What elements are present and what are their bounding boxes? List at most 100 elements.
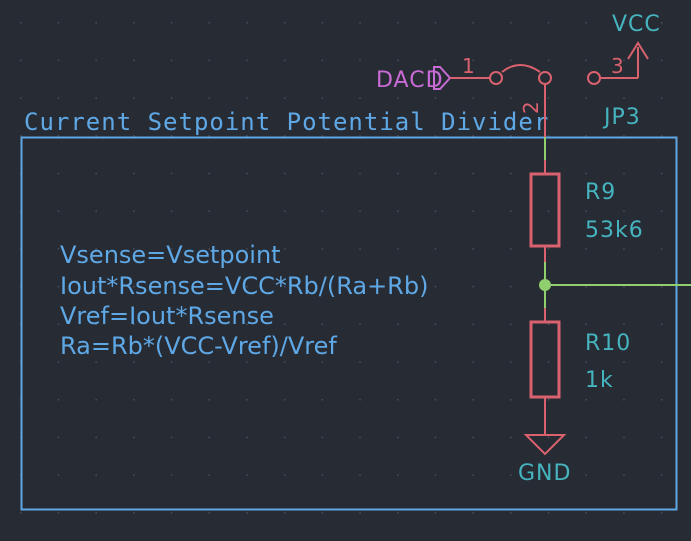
- grid-dot: [547, 512, 550, 514]
- grid-dot: [623, 361, 625, 363]
- jumper-pin-3-number: 3: [611, 54, 624, 78]
- grid-dot: [246, 512, 248, 514]
- jumper-jp3[interactable]: [450, 64, 638, 137]
- r9-value[interactable]: 53k6: [585, 218, 644, 243]
- grid-dot: [359, 22, 361, 24]
- grid-dot: [472, 361, 474, 363]
- grid-dot: [57, 436, 60, 439]
- grid-dot: [397, 399, 399, 401]
- resistor-r9[interactable]: [529, 160, 561, 262]
- grid-dot: [660, 323, 663, 326]
- grid-dot: [133, 97, 135, 99]
- grid-dot: [623, 323, 625, 326]
- grid-dot: [95, 135, 97, 137]
- grid-dot: [57, 512, 60, 514]
- grid-dot: [57, 97, 60, 99]
- grid-dot: [95, 210, 97, 212]
- r10-reference[interactable]: R10: [585, 331, 631, 356]
- grid-dot: [133, 172, 135, 175]
- grid-dot: [246, 59, 248, 62]
- note-line: Ra=Rb*(VCC-Vref)/Vref: [60, 332, 337, 360]
- grid-dot: [95, 172, 97, 175]
- grid-dot: [359, 474, 361, 476]
- grid-dot: [57, 474, 60, 476]
- grid-dot: [321, 474, 324, 476]
- grid-dot: [585, 22, 587, 24]
- grid-dot: [20, 512, 22, 514]
- grid-dot: [660, 135, 663, 137]
- grid-dot: [547, 97, 550, 99]
- grid-dot: [246, 361, 248, 363]
- grid-dot: [510, 474, 512, 476]
- grid-dot: [660, 97, 663, 99]
- grid-dot: [283, 135, 286, 137]
- grid-dot: [246, 474, 248, 476]
- grid-dot: [321, 323, 324, 326]
- sheet-frame[interactable]: [20, 136, 678, 511]
- r10-value[interactable]: 1k: [585, 368, 614, 393]
- grid-dot: [434, 399, 437, 401]
- jumper-reference[interactable]: JP3: [602, 105, 641, 130]
- global-label-arrow-icon: [433, 66, 452, 90]
- grid-dot: [208, 172, 210, 175]
- grid-dot: [660, 399, 663, 401]
- grid-dot: [20, 97, 22, 99]
- grid-dot: [472, 135, 474, 137]
- grid-dot: [623, 285, 625, 288]
- global-label-dacd[interactable]: DACD: [376, 66, 452, 93]
- grid-dot: [283, 474, 286, 476]
- grid-dot: [95, 59, 97, 62]
- jumper-pin-2[interactable]: [538, 71, 552, 85]
- grid-dot: [585, 285, 587, 288]
- grid-dot: [472, 399, 474, 401]
- grid-dot: [434, 474, 437, 476]
- grid-dot: [321, 436, 324, 439]
- frame-title[interactable]: Current Setpoint Potential Divider: [24, 108, 549, 136]
- resistor-r10[interactable]: [529, 308, 561, 435]
- grid-dot: [57, 210, 60, 212]
- grid-dot: [170, 323, 173, 326]
- grid-dot: [472, 22, 474, 24]
- grid-dot: [397, 97, 399, 99]
- note-line: Vsense=Vsetpoint: [60, 241, 281, 269]
- grid-dot: [472, 436, 474, 439]
- jumper-pin-1[interactable]: [489, 71, 503, 85]
- grid-dot: [208, 285, 210, 288]
- grid-dot: [510, 210, 512, 212]
- grid-dot: [623, 59, 625, 62]
- gnd-power-symbol[interactable]: [523, 434, 567, 456]
- grid-dot: [585, 512, 587, 514]
- grid-dot: [246, 172, 248, 175]
- jumper-pin-3[interactable]: [587, 71, 601, 85]
- grid-dot: [208, 361, 210, 363]
- grid-dot: [547, 323, 550, 326]
- notes-block[interactable]: Vsense=Vsetpoint Iout*Rsense=VCC*Rb/(Ra+…: [60, 241, 428, 360]
- grid-dot: [57, 399, 60, 401]
- grid-dot: [359, 436, 361, 439]
- grid-dot: [547, 59, 550, 62]
- r9-reference[interactable]: R9: [585, 180, 616, 205]
- grid-dot: [208, 248, 210, 250]
- vcc-power-symbol[interactable]: [627, 41, 649, 78]
- grid-dot: [397, 361, 399, 363]
- grid-dot: [623, 474, 625, 476]
- grid-dot: [321, 172, 324, 175]
- grid-dot: [321, 210, 324, 212]
- grid-dot: [660, 59, 663, 62]
- grid-dot: [359, 285, 361, 288]
- grid-dot: [472, 59, 474, 62]
- grid-dot: [472, 248, 474, 250]
- grid-dot: [208, 135, 210, 137]
- grid-dot: [510, 323, 512, 326]
- grid-dot: [321, 135, 324, 137]
- grid-dot: [208, 210, 210, 212]
- grid-dot: [397, 436, 399, 439]
- grid-dot: [397, 248, 399, 250]
- grid-dot: [95, 22, 97, 24]
- grid-dot: [660, 172, 663, 175]
- grid-dot: [246, 323, 248, 326]
- grid-dot: [57, 323, 60, 326]
- grid-dot: [283, 210, 286, 212]
- resistor-r9-body: [529, 172, 561, 248]
